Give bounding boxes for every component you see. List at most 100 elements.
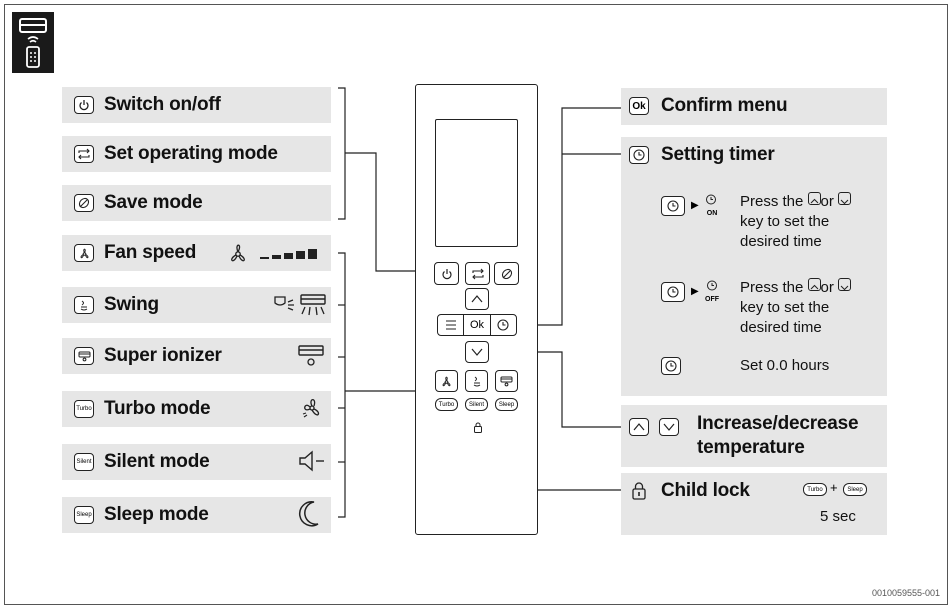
- timer-off-line1: Press the or: [740, 278, 852, 298]
- remote-sleep-text: Sleep: [498, 401, 515, 408]
- remote-turbo-button[interactable]: Turbo: [435, 398, 458, 411]
- sleep-key-icon: Sleep: [74, 506, 94, 524]
- remote-icon: [12, 12, 54, 73]
- swing-icon: [74, 296, 94, 314]
- timer-off-text-1: Press the: [740, 279, 804, 296]
- timer-reset-key-icon: [661, 357, 681, 375]
- timer-reset-text: Set 0.0 hours: [740, 357, 830, 374]
- timer-on-line2: key to set the: [740, 213, 830, 230]
- remote-up-button[interactable]: [465, 288, 489, 310]
- child-lock-duration: 5 sec: [820, 508, 856, 525]
- remote-fan-button[interactable]: [435, 370, 458, 392]
- bar-mode: [62, 136, 331, 172]
- label-ionizer: Super ionizer: [104, 345, 222, 366]
- label-save: Save mode: [104, 192, 203, 213]
- ok-icon-text: Ok: [632, 100, 646, 112]
- label-temp-2: temperature: [697, 437, 805, 458]
- bar-timer: [621, 137, 887, 396]
- remote-swing-button[interactable]: [465, 370, 488, 392]
- on-tag: ON: [706, 210, 718, 217]
- label-mode: Set operating mode: [104, 143, 278, 164]
- up-icon: [629, 418, 649, 436]
- remote-display: [435, 119, 518, 247]
- remote-sleep-button[interactable]: Sleep: [495, 398, 518, 411]
- label-fan: Fan speed: [104, 242, 197, 263]
- sleep-key-text: Sleep: [76, 512, 92, 518]
- bar-child-lock: [621, 473, 887, 535]
- timer-off-line3: desired time: [740, 319, 822, 336]
- silent-indicator-icon: [296, 449, 326, 478]
- lock-icon: [631, 481, 647, 506]
- remote-mode-button[interactable]: [465, 262, 490, 285]
- remote-ok-button[interactable]: Ok: [463, 315, 491, 335]
- remote-control: Ok Turbo Silent Sleep: [415, 84, 538, 535]
- bar-temperature: [621, 405, 887, 467]
- label-timer: Setting timer: [661, 144, 775, 165]
- label-turbo: Turbo mode: [104, 398, 211, 419]
- off-tag: OFF: [705, 296, 719, 303]
- plus-sign: +: [830, 480, 838, 495]
- bar-silent: [62, 444, 331, 480]
- figure-code: 0010059555-001: [872, 588, 941, 598]
- label-swing: Swing: [104, 294, 159, 315]
- remote-lock-icon: [473, 420, 483, 438]
- ok-key-text: Ok: [469, 319, 485, 331]
- leaf-icon: [74, 194, 94, 212]
- remote-menu-row: Ok: [437, 314, 517, 336]
- clock-off-icon: OFF: [703, 278, 721, 304]
- down-icon: [659, 418, 679, 436]
- bar-swing: [62, 287, 331, 323]
- child-sleep-text: Sleep: [847, 486, 863, 493]
- child-sleep-key: Sleep: [843, 483, 867, 496]
- remote-ionizer-button[interactable]: [495, 370, 518, 392]
- child-turbo-key: Turbo: [803, 483, 827, 496]
- fan-icon: [74, 244, 94, 262]
- remote-save-button[interactable]: [494, 262, 519, 285]
- remote-timer-button[interactable]: [491, 315, 516, 335]
- remote-silent-button[interactable]: Silent: [465, 398, 488, 411]
- bar-save: [62, 185, 331, 221]
- swing-indicator-icon: [271, 291, 331, 324]
- down-key-icon: [838, 278, 852, 291]
- bar-switch: [62, 87, 331, 123]
- bar-confirm: [621, 88, 887, 125]
- menu-icon[interactable]: [438, 315, 463, 335]
- label-switch: Switch on/off: [104, 94, 221, 115]
- down-key-icon: [838, 192, 852, 205]
- label-confirm: Confirm menu: [661, 95, 788, 116]
- turbo-key-text: Turbo: [76, 406, 92, 412]
- turbo-indicator-icon: [299, 395, 325, 426]
- label-silent: Silent mode: [104, 451, 210, 472]
- up-key-icon: [807, 192, 821, 205]
- remote-power-button[interactable]: [434, 262, 459, 285]
- silent-key-text: Silent: [76, 459, 92, 465]
- timer-icon: [629, 146, 649, 164]
- child-turbo-text: Turbo: [807, 486, 823, 493]
- clock-on-icon: ON: [705, 192, 719, 218]
- mode-icon: [74, 145, 94, 163]
- timer-on-line3: desired time: [740, 233, 822, 250]
- ok-icon: Ok: [629, 97, 649, 115]
- remote-silent-text: Silent: [468, 401, 484, 408]
- remote-turbo-text: Turbo: [438, 401, 455, 408]
- timer-off-text-2: or: [820, 279, 834, 296]
- timer-on-text-2: or: [820, 193, 834, 210]
- timer-on-text-1: Press the: [740, 193, 804, 210]
- power-icon: [74, 96, 94, 114]
- ionizer-icon: [74, 347, 94, 365]
- arrow-right-icon: ▶: [691, 200, 699, 211]
- timer-on-line1: Press the or: [740, 192, 852, 212]
- label-child-lock: Child lock: [661, 480, 750, 501]
- label-sleep: Sleep mode: [104, 504, 209, 525]
- bar-sleep: [62, 497, 331, 533]
- fan-speed-indicator-icon: [226, 240, 326, 271]
- remote-down-button[interactable]: [465, 341, 489, 363]
- silent-key-icon: Silent: [74, 453, 94, 471]
- diagram-frame: [4, 4, 948, 605]
- up-key-icon: [807, 278, 821, 291]
- label-temp-1: Increase/decrease: [697, 413, 859, 434]
- turbo-key-icon: Turbo: [74, 400, 94, 418]
- timer-off-key-icon: [661, 282, 685, 302]
- arrow-right-icon: ▶: [691, 286, 699, 297]
- ionizer-indicator-icon: [297, 343, 325, 374]
